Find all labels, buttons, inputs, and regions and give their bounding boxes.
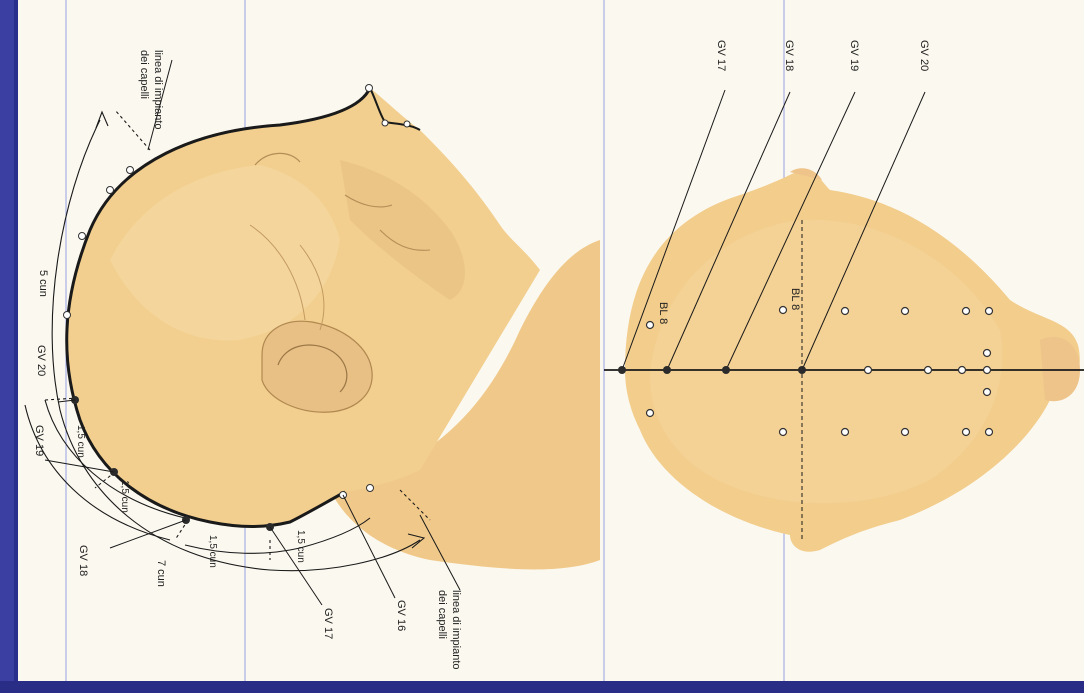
svg-text:BL 8: BL 8 <box>657 302 669 324</box>
gv18-top-point <box>663 366 671 374</box>
top-view-head <box>625 168 1080 551</box>
top-gv20-label: GV 20 <box>918 40 930 71</box>
hairline-back-label: linea di impianto dei capelli <box>436 590 462 670</box>
svg-text:GV 20: GV 20 <box>35 345 47 376</box>
top-gv17-label: GV 17 <box>715 40 727 71</box>
measure-7-cun: 7 cun <box>155 560 167 587</box>
gv19-top-point <box>722 366 730 374</box>
svg-text:dei capelli: dei capelli <box>436 590 448 639</box>
svg-text:1,5 cun: 1,5 cun <box>207 535 218 568</box>
svg-text:1,5 cun: 1,5 cun <box>119 480 130 513</box>
svg-text:GV 16: GV 16 <box>395 600 407 631</box>
gv19-label: GV 19 <box>33 425 45 456</box>
svg-text:linea di impianto: linea di impianto <box>152 50 164 130</box>
gv17-label: GV 17 <box>322 608 334 639</box>
svg-text:dei capelli: dei capelli <box>138 50 150 99</box>
svg-text:5 cun: 5 cun <box>37 270 49 297</box>
top-gv19-label: GV 19 <box>848 40 860 71</box>
measure-15-d: 1,5 cun <box>295 530 306 563</box>
svg-text:GV 19: GV 19 <box>33 425 45 456</box>
bl8-left-label: BL 8 <box>657 302 669 324</box>
measure-15-a: 1,5 cun <box>75 425 86 458</box>
top-gv18-label: GV 18 <box>783 40 795 71</box>
svg-text:1,5 cun: 1,5 cun <box>75 425 86 458</box>
svg-text:1,5 cun: 1,5 cun <box>295 530 306 563</box>
gv18-label: GV 18 <box>77 545 89 576</box>
svg-text:GV 18: GV 18 <box>77 545 89 576</box>
gv20-top-point <box>798 366 806 374</box>
svg-text:BL 8: BL 8 <box>789 288 801 310</box>
gv17-top-point <box>618 366 626 374</box>
measure-5-cun: 5 cun <box>37 270 49 297</box>
side-view-head <box>67 88 600 569</box>
gv16-label: GV 16 <box>395 600 407 631</box>
svg-text:GV 18: GV 18 <box>783 40 795 71</box>
bl8-right-label: BL 8 <box>789 288 801 310</box>
svg-text:7 cun: 7 cun <box>155 560 167 587</box>
svg-text:linea di impianto: linea di impianto <box>450 590 462 670</box>
gv20-label: GV 20 <box>35 345 47 376</box>
measure-15-b: 1,5 cun <box>119 480 130 513</box>
hairline-front-label: linea di impianto dei capelli <box>138 50 164 130</box>
measure-15-c: 1,5 cun <box>207 535 218 568</box>
svg-text:GV 19: GV 19 <box>848 40 860 71</box>
svg-text:GV 17: GV 17 <box>322 608 334 639</box>
svg-text:GV 17: GV 17 <box>715 40 727 71</box>
svg-text:GV 20: GV 20 <box>918 40 930 71</box>
